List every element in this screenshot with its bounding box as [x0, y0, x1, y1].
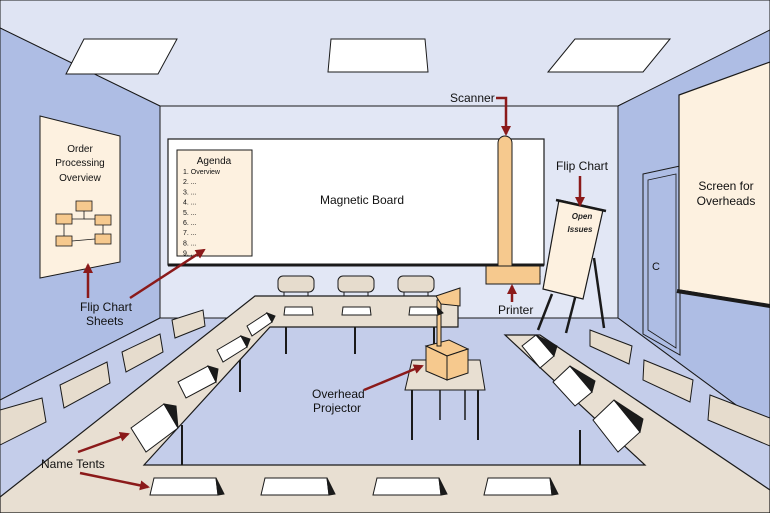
sheet-line-1: Order: [67, 144, 93, 155]
sheet-line-2: Processing: [55, 158, 104, 169]
chair: [707, 394, 770, 447]
door-letter: C: [652, 261, 660, 273]
name-tent: [260, 477, 336, 496]
name-tent: [246, 312, 276, 337]
chair: [0, 397, 47, 446]
name-tent: [341, 306, 372, 316]
scanner-arrow: [496, 96, 511, 136]
magnetic-board-label: Magnetic Board: [320, 193, 404, 207]
name-tent: [408, 305, 444, 316]
projection-screen: Screen for Overheads: [676, 61, 770, 308]
flip-chart-sheets-label-line2: Sheets: [86, 314, 123, 328]
name-tents-arrow-lower: [79, 471, 150, 491]
table-legs: [181, 327, 581, 465]
name-tent: [149, 477, 225, 496]
name-tent: [283, 306, 314, 316]
scanner-label: Scanner: [450, 91, 495, 105]
agenda-item: 6. ...: [183, 220, 197, 227]
chair: [397, 275, 435, 300]
name-tent: [521, 334, 558, 369]
overhead-projector-label-line1: Overhead: [312, 387, 365, 401]
ceiling-light-center: [327, 38, 429, 73]
flip-chart-easel: Open Issues: [536, 198, 607, 334]
order-processing-sheet: Order Processing Overview: [39, 115, 121, 279]
screen-label-line2: Overheads: [697, 194, 756, 208]
overhead-projector-label-line2: Projector: [313, 401, 361, 415]
name-tent: [372, 477, 448, 496]
name-tent: [216, 335, 251, 363]
name-tent: [592, 399, 644, 453]
chair: [121, 333, 164, 373]
right-chairs: [589, 329, 770, 447]
name-tent: [130, 403, 179, 453]
back-chairs: [277, 275, 435, 300]
name-tent: [177, 365, 219, 399]
agenda-item: 2. ...: [183, 179, 197, 186]
printer: [485, 265, 541, 285]
agenda-item: 1. Overview: [183, 169, 221, 176]
flow-diagram: [55, 200, 112, 247]
door: C: [642, 165, 681, 356]
flip-chart-sheets-arrow-right: [129, 248, 206, 300]
chair: [59, 361, 111, 409]
agenda-item: 7. ...: [183, 230, 197, 237]
agenda-list: 1. Overview 2. ... 3. ... 4. ... 5. ... 6. ..…: [183, 169, 221, 258]
chair: [642, 359, 694, 403]
flip-chart-pad-line2: Issues: [568, 225, 593, 234]
scanner: [497, 135, 513, 273]
flip-chart-label: Flip Chart: [556, 159, 609, 173]
left-chairs: [0, 309, 206, 446]
agenda-item: 5. ...: [183, 210, 197, 217]
ceiling-light-left: [65, 38, 178, 75]
screen-label-line1: Screen for: [698, 179, 753, 193]
agenda-item: 3. ...: [183, 189, 197, 196]
overhead-projector: [424, 287, 470, 381]
name-tent: [552, 365, 596, 407]
agenda-item: 9. ...: [183, 251, 197, 258]
ceiling-light-right: [546, 38, 672, 73]
chair: [171, 309, 206, 339]
flip-chart-sheets-label-line1: Flip Chart: [80, 300, 133, 314]
ceiling-lights: [65, 38, 672, 75]
agenda-title: Agenda: [197, 156, 232, 167]
name-tents: [130, 305, 644, 496]
sheet-line-3: Overview: [59, 173, 101, 184]
table-top: [0, 295, 770, 513]
name-tent: [483, 477, 559, 496]
conference-table: [0, 295, 770, 513]
overhead-projector-arrow: [363, 364, 424, 392]
printer-label: Printer: [498, 303, 533, 317]
flip-chart-pad-line1: Open: [572, 212, 593, 221]
agenda-item: 8. ...: [183, 240, 197, 247]
agenda-item: 4. ...: [183, 200, 197, 207]
name-tents-arrow-upper: [77, 432, 130, 454]
name-tents-label: Name Tents: [41, 457, 105, 471]
callouts: Scanner Flip Chart Printer Flip Chart Sh…: [41, 91, 609, 491]
agenda-sheet: Agenda 1. Overview 2. ... 3. ... 4. ... 5. .…: [176, 149, 253, 258]
chair: [589, 329, 633, 365]
